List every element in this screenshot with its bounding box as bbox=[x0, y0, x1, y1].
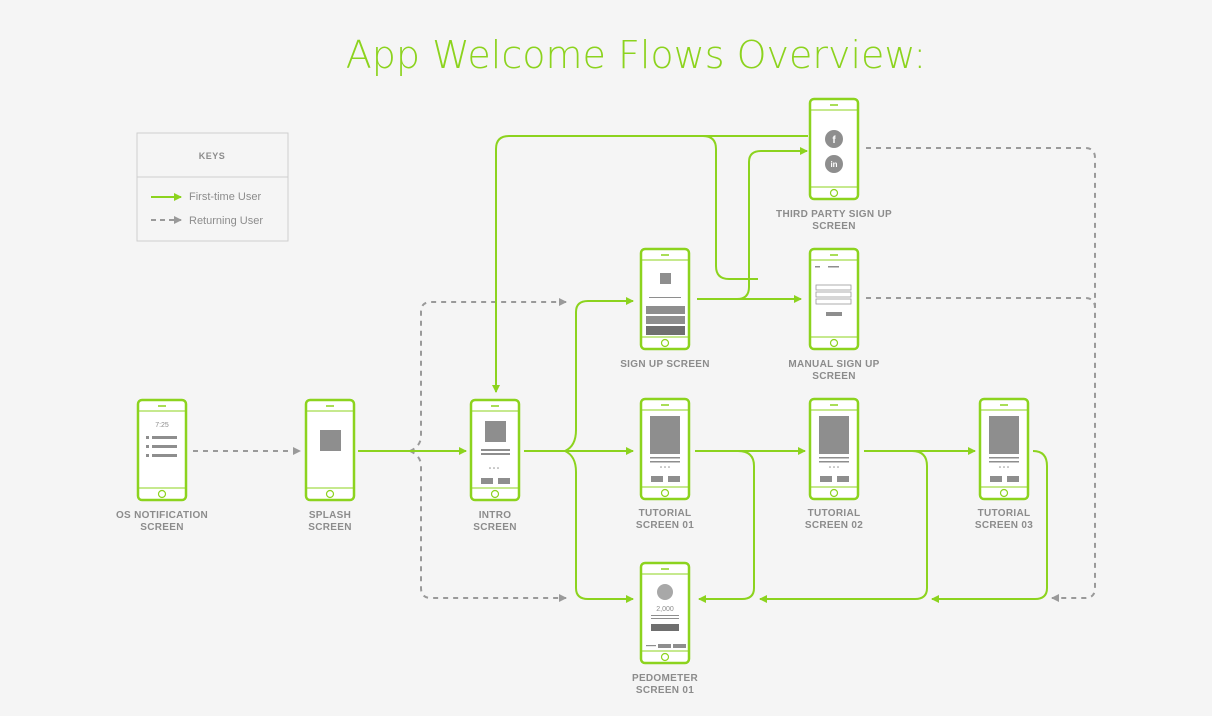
intro-label-line1: INTRO bbox=[479, 510, 512, 521]
pedometer-screen[interactable]: 2,000 bbox=[639, 561, 691, 665]
key-first-time-user: First-time User bbox=[189, 191, 261, 203]
first-time-user-paths bbox=[358, 135, 1048, 603]
splash-screen[interactable] bbox=[304, 398, 356, 502]
tutorial-02-label-line1: TUTORIAL bbox=[808, 508, 861, 519]
tutorial-01-screen[interactable] bbox=[639, 397, 691, 501]
signup-to-third-party-arrow bbox=[697, 147, 808, 300]
pedometer-label-line1: PEDOMETER bbox=[632, 673, 699, 684]
avatar-placeholder bbox=[657, 584, 673, 600]
manual-to-intro-back-arrow bbox=[492, 135, 758, 393]
sign-up-label: SIGN UP SCREEN bbox=[620, 359, 710, 370]
manual-sign-up-label-line1: MANUAL SIGN UP bbox=[788, 359, 879, 370]
facebook-icon-glyph: f bbox=[832, 135, 836, 146]
linkedin-icon-glyph: in bbox=[830, 160, 837, 169]
sign-up-screen[interactable] bbox=[639, 247, 691, 351]
tutorial-02-to-pedometer-arrow bbox=[759, 450, 928, 603]
intro-to-pedometer-arrow bbox=[564, 450, 634, 603]
third-party-sign-up-screen[interactable]: f in bbox=[808, 97, 860, 201]
splash-to-pedometer-returning-arrow bbox=[409, 450, 567, 602]
os-notification-label-line2: SCREEN bbox=[140, 522, 183, 533]
manual-sign-up-screen[interactable] bbox=[808, 247, 860, 351]
tutorial-01-label-line2: SCREEN 01 bbox=[636, 520, 694, 531]
page-title: App Welcome Flows Overview: bbox=[346, 33, 926, 77]
splash-to-signup-returning-arrow bbox=[409, 298, 567, 452]
pedometer-label-line2: SCREEN 01 bbox=[636, 685, 694, 696]
splash-label-line2: SCREEN bbox=[308, 522, 351, 533]
intro-to-signup-arrow bbox=[564, 297, 634, 452]
keys-heading: KEYS bbox=[199, 151, 226, 161]
tutorial-01-to-pedometer-arrow bbox=[698, 450, 755, 603]
os-notification-label-line1: OS NOTIFICATION bbox=[116, 510, 208, 521]
key-returning-user: Returning User bbox=[189, 215, 263, 227]
keys-legend: KEYS First-time User Returning User bbox=[136, 132, 289, 242]
returning-user-paths bbox=[193, 147, 1096, 602]
splash-label-line1: SPLASH bbox=[309, 510, 351, 521]
third-party-label-line1: THIRD PARTY SIGN UP bbox=[776, 209, 892, 220]
tutorial-02-label-line2: SCREEN 02 bbox=[805, 520, 863, 531]
third-party-label-line2: SCREEN bbox=[812, 221, 855, 232]
linkedin-icon bbox=[825, 155, 843, 173]
tutorial-03-screen[interactable] bbox=[978, 397, 1030, 501]
intro-label-line2: SCREEN bbox=[473, 522, 516, 533]
os-notification-screen[interactable]: 7:25 bbox=[136, 398, 188, 502]
intro-screen[interactable] bbox=[469, 398, 521, 502]
facebook-icon bbox=[825, 130, 843, 148]
manual-to-pedometer-returning-arrow bbox=[866, 297, 1096, 400]
notification-time: 7:25 bbox=[155, 422, 169, 429]
tutorial-02-screen[interactable] bbox=[808, 397, 860, 501]
tutorial-03-to-pedometer-arrow bbox=[931, 450, 1048, 603]
tutorial-01-label-line1: TUTORIAL bbox=[639, 508, 692, 519]
tutorial-03-label-line1: TUTORIAL bbox=[978, 508, 1031, 519]
tutorial-03-label-line2: SCREEN 03 bbox=[975, 520, 1033, 531]
manual-sign-up-label-line2: SCREEN bbox=[812, 371, 855, 382]
splash-logo-placeholder bbox=[320, 430, 341, 451]
pedometer-steps: 2,000 bbox=[656, 606, 674, 613]
